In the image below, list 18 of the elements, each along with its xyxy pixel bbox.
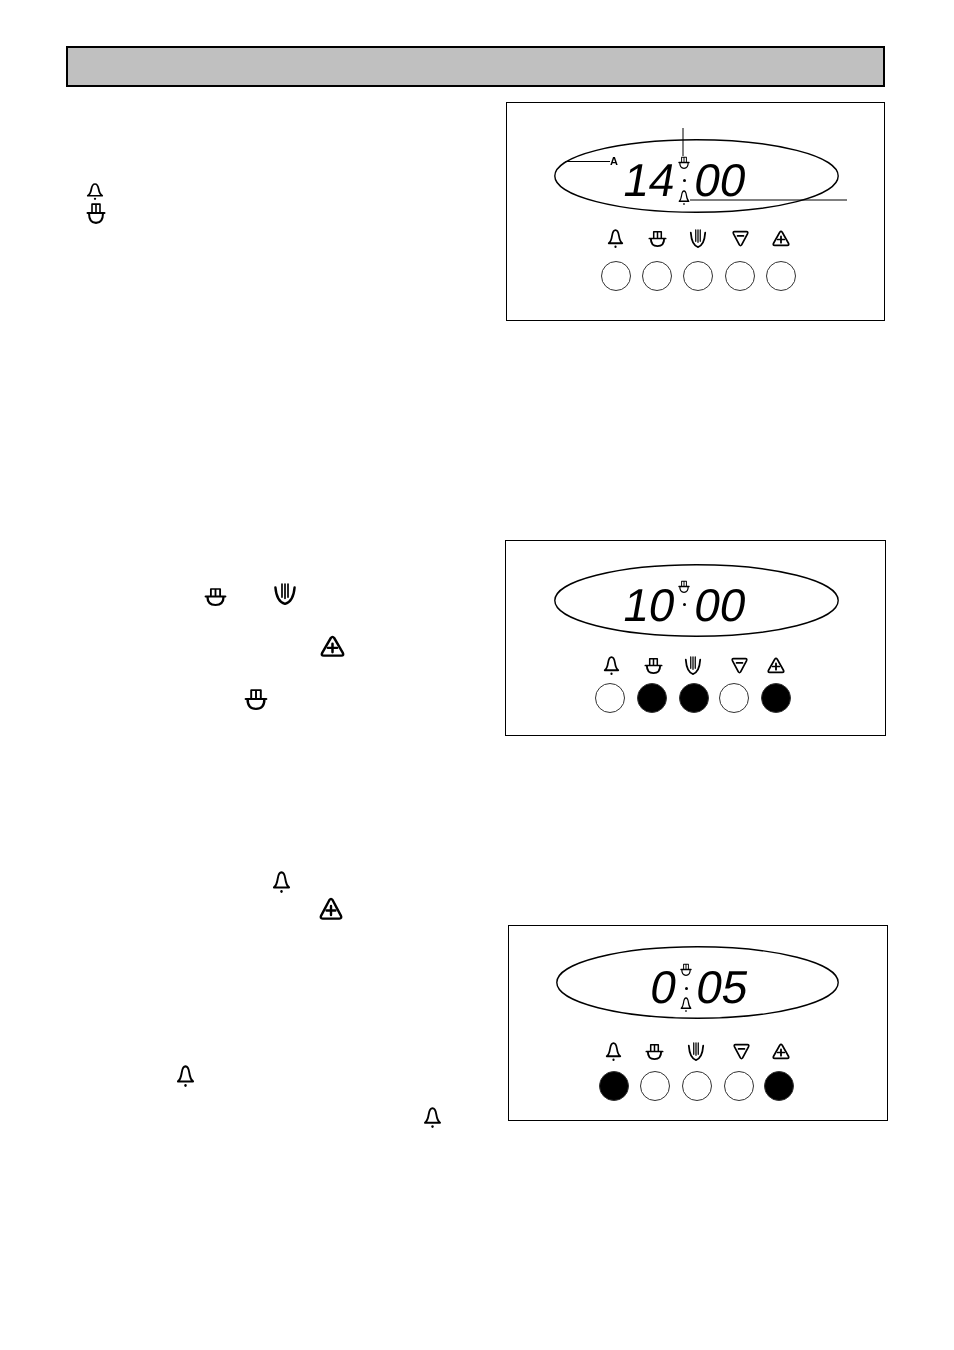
minute-digits: 05 (692, 964, 753, 1010)
minute-digits: 00 (690, 582, 751, 628)
header-band (66, 46, 885, 87)
panel-frame (508, 925, 888, 1121)
display-window (554, 564, 839, 637)
display-window (556, 946, 839, 1019)
leader-line (682, 127, 684, 157)
hour-digits: 14 (619, 157, 680, 203)
cooking-pot-icon (678, 156, 690, 169)
hour-digits: 0 (647, 964, 682, 1010)
hour-digits: 10 (619, 582, 680, 628)
bell-icon (678, 190, 690, 205)
minute-digits: 00 (690, 157, 751, 203)
callout-letter: A (610, 156, 618, 167)
panel-frame (505, 540, 886, 736)
display-window (554, 139, 839, 213)
panel-frame (506, 102, 885, 321)
leader-line (689, 199, 848, 201)
